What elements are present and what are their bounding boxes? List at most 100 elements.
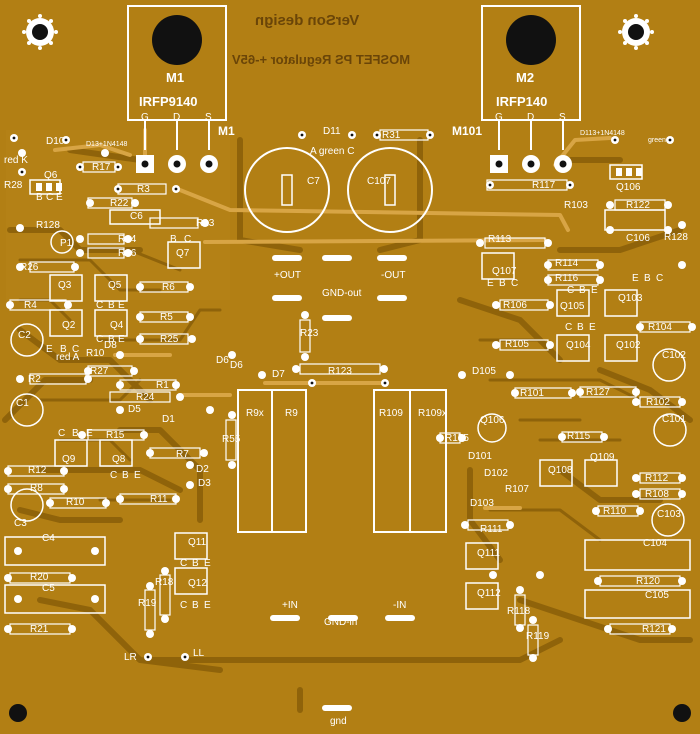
designator-q11: Q11	[188, 537, 207, 548]
designator-r128: R128	[664, 232, 688, 243]
designator-r1: R1	[156, 380, 169, 391]
m2-pin-d: D	[527, 112, 535, 123]
designator-b: B	[499, 278, 506, 289]
m1-pin-s: S	[205, 112, 212, 123]
designator-b: B	[72, 428, 79, 439]
designator-r27: R27	[90, 366, 109, 377]
designator-q9: Q9	[62, 454, 76, 465]
pos-in-label: +IN	[282, 600, 298, 611]
designator-b: B	[170, 234, 177, 245]
designator-c3: C3	[14, 518, 27, 529]
designator-d6: D6	[230, 360, 243, 371]
designator-e: E	[589, 322, 596, 333]
designator-r24: R24	[136, 392, 155, 403]
designator-d6: D6	[216, 355, 229, 366]
designator-c102: C102	[662, 350, 686, 361]
designator-r103: R103	[564, 200, 588, 211]
designator-q109: Q109	[590, 452, 615, 463]
designator-r2: R2	[28, 374, 41, 385]
brand-mirrored: VerSon design	[255, 12, 360, 29]
designator-r115: R115	[567, 431, 591, 442]
designator-r128: R128	[36, 220, 60, 231]
designator-q7: Q7	[176, 248, 190, 259]
designator-d2: D2	[196, 464, 209, 475]
designator-r155: R155	[445, 433, 469, 444]
designator-q2: Q2	[62, 320, 76, 331]
designator-r102: R102	[646, 397, 670, 408]
designator-c: C	[565, 322, 573, 333]
designator-r105: R105	[505, 339, 529, 350]
designator-q102: Q102	[616, 340, 641, 351]
designator-c: C	[96, 300, 104, 311]
designator-d102: D102	[484, 468, 508, 479]
designator-r15: R15	[106, 430, 125, 441]
designator-r101: R101	[520, 388, 544, 399]
designator-r10: R10	[66, 497, 85, 508]
designator-d11: D11	[323, 126, 341, 137]
designator-d105: D105	[472, 366, 496, 377]
designator-q106: Q106	[616, 182, 641, 193]
designator-r10: R10	[86, 348, 105, 359]
d113-label: D113+1N4148	[580, 130, 625, 137]
designator-c6: C6	[130, 211, 143, 222]
designator-d7: D7	[272, 369, 285, 380]
designator-r55: R55	[222, 434, 241, 445]
designator-e: E	[118, 300, 125, 311]
designator-d3: D3	[198, 478, 211, 489]
designator-q5: Q5	[108, 280, 122, 291]
designator-c: C	[58, 428, 66, 439]
designator-r108: R108	[645, 489, 669, 500]
designator-c2: C2	[18, 330, 31, 341]
designator-r117: R117	[532, 180, 556, 191]
designator-c106: C106	[626, 233, 650, 244]
designator-b: B	[192, 558, 199, 569]
m2-pin-s: S	[559, 112, 566, 123]
designator-d8: D8	[104, 340, 117, 351]
designator-b: B	[108, 300, 115, 311]
subtitle-mirrored: MOSFET PS Regulator +-65V	[232, 52, 411, 67]
designator-b: B	[577, 322, 584, 333]
m1-pin-g: G	[141, 112, 149, 123]
designator-r5: R5	[160, 312, 173, 323]
designator-r25: R25	[160, 334, 179, 345]
designator-r109x: R109x	[418, 408, 447, 419]
designator-p1: P1	[60, 238, 73, 249]
designator-q111: Q111	[477, 548, 500, 559]
designator-r116: R116	[555, 273, 579, 284]
designator-r22: R22	[110, 198, 129, 209]
designator-q106: Q106	[480, 415, 505, 426]
ll-label: LL	[193, 648, 205, 659]
designator-b: B	[192, 600, 199, 611]
designator-r110: R110	[603, 506, 627, 517]
designator-r26: R26	[20, 262, 39, 273]
designator-c1: C1	[16, 398, 29, 409]
designator-b: B	[122, 470, 129, 481]
designator-q104: Q104	[566, 340, 591, 351]
led-left-label: red K	[4, 155, 28, 166]
designator-e: E	[632, 273, 639, 284]
designator-r6: R6	[162, 282, 175, 293]
designator-e: E	[56, 192, 63, 203]
designator-q105: Q105	[560, 301, 585, 312]
lr-label: LR	[124, 652, 137, 663]
designator-q112: Q112	[477, 588, 501, 599]
designator-r17: R17	[92, 162, 111, 173]
designator-c: C	[110, 470, 118, 481]
designator-r104: R104	[648, 322, 672, 333]
designator-b: B	[60, 344, 67, 355]
designator-r114: R114	[555, 258, 579, 269]
designator-d10: D10	[46, 136, 65, 147]
d13-label: D13+1N4148	[86, 141, 128, 148]
designator-r107: R107	[505, 484, 529, 495]
designator-c: C	[184, 234, 192, 245]
designator-r112: R112	[645, 473, 669, 484]
designator-r11: R11	[150, 494, 168, 505]
m1-part: IRFP9140	[139, 94, 198, 109]
designator-r119: R119	[526, 631, 550, 642]
m2-part: IRFP140	[496, 94, 548, 109]
led-mid-label: A green C	[310, 146, 355, 157]
designator-q108: Q108	[548, 465, 573, 476]
m1-name: M1	[166, 70, 185, 85]
neg-out-label: -OUT	[381, 270, 406, 281]
